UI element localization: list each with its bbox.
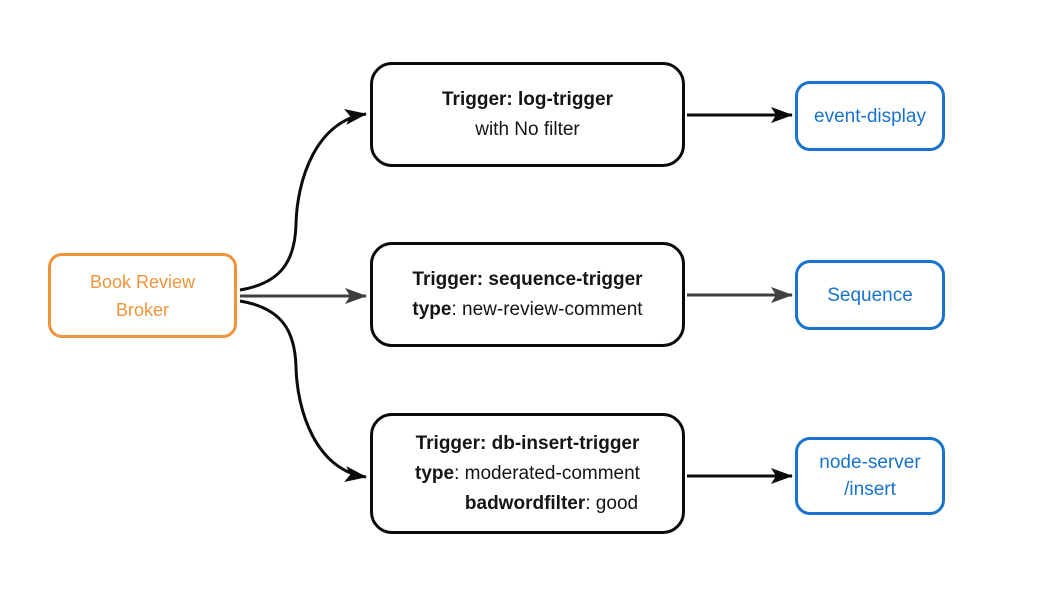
trigger-title: Trigger: log-trigger — [442, 88, 613, 110]
sink-label-line1: node-server — [819, 452, 921, 473]
sink-label-line2: /insert — [844, 479, 896, 500]
broker-label-line1: Book Review — [89, 271, 196, 292]
filter-attr-value: : good — [585, 492, 639, 514]
sink-label: Sequence — [827, 284, 913, 306]
edge-broker-to-log-trigger — [239, 109, 367, 292]
trigger-node-log-trigger: Trigger: log-trigger with No filter — [370, 62, 685, 167]
trigger-node-sequence-trigger: Trigger: sequence-trigger type: new-revi… — [370, 242, 685, 347]
filter-attr-value: : moderated-comment — [454, 462, 640, 484]
sink-node-sequence: Sequence — [795, 260, 945, 330]
trigger-filter-text: type: moderated-comment — [415, 459, 640, 489]
trigger-filter-text: with No filter — [475, 118, 580, 140]
broker-label-line2: Broker — [115, 299, 169, 320]
filter-attr-key: badwordfilter — [464, 492, 586, 514]
sink-node-node-server-insert: node-server /insert — [795, 437, 945, 515]
sink-node-event-display: event-display — [795, 81, 945, 151]
edge-broker-to-db-insert-trigger — [239, 299, 367, 482]
trigger-node-db-insert-trigger: Trigger: db-insert-trigger type: moderat… — [370, 413, 685, 534]
trigger-title: Trigger: db-insert-trigger — [415, 432, 640, 454]
trigger-filter-text: type: new-review-comment — [412, 295, 642, 325]
filter-attr-key: type — [412, 298, 452, 320]
sink-label: event-display — [814, 105, 926, 127]
filter-attr-value: : new-review-comment — [451, 298, 643, 320]
filter-attr-key: type — [415, 462, 455, 484]
broker-node: Book Review Broker — [48, 253, 237, 338]
trigger-title: Trigger: sequence-trigger — [412, 268, 643, 290]
trigger-filter-text: badwordfilter: good — [465, 489, 638, 519]
